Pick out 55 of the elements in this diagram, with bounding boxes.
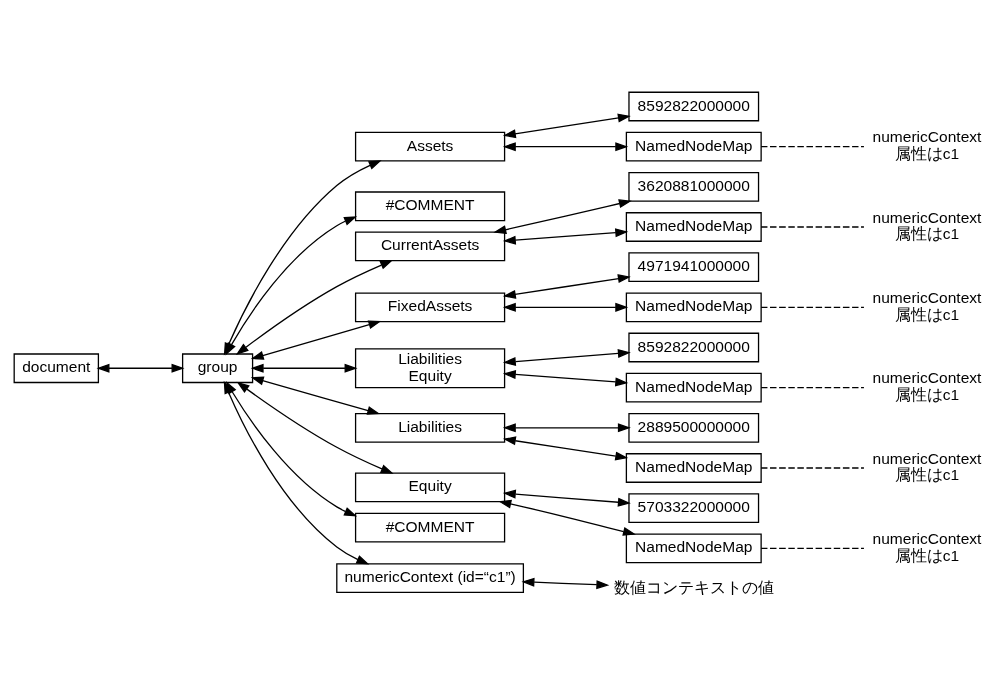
connector [760,225,865,228]
node-box: Equity [354,472,505,502]
arrow [502,227,628,245]
connector [760,386,865,388]
node-box: 3620881000000 [627,171,759,202]
node-box: numericContext (id=“c1”) [335,562,524,593]
node-box: FixedAssets [354,291,505,322]
node-text: numericContext 属性はc1 [872,449,981,483]
node-box: #COMMENT [354,190,505,221]
node-text: numericContext 属性はc1 [872,288,981,323]
node-box: NamedNodeMap [625,532,762,563]
node-box: document [13,352,99,383]
connector [760,466,865,469]
node-text: numericContext 属性はc1 [872,368,981,403]
arrow [502,369,628,386]
arrow [236,381,394,474]
node-box: 8592822000000 [627,332,759,362]
arrow [502,302,628,312]
node-box: Liabilities [354,412,505,443]
arrow [502,435,628,461]
arrow [520,577,609,589]
node-box: Liabilities Equity [354,347,505,388]
node-box: 2889500000000 [627,412,759,443]
node-box: NamedNodeMap [625,211,762,242]
arrow [502,112,631,138]
node-box: NamedNodeMap [625,452,762,483]
connector [760,145,865,147]
node-box: NamedNodeMap [625,372,762,403]
node-box: NamedNodeMap [625,291,762,322]
arrow [502,273,631,299]
arrow [250,363,358,373]
arrow [250,319,381,360]
node-box: NamedNodeMap [625,131,762,162]
arrow [502,422,631,432]
arrow [502,489,631,507]
connector [760,547,865,549]
node-box: 8592822000000 [627,91,759,121]
arrow [96,363,184,373]
node-box: Assets [354,131,505,162]
node-box: 4971941000000 [627,251,759,282]
node-text: numericContext 属性はc1 [872,529,981,564]
node-text: 数値コンテキストの値 [613,578,774,596]
node-text: numericContext 属性はc1 [872,208,981,242]
arrow [492,198,632,234]
arrow [502,348,631,366]
node-text: numericContext 属性はc1 [872,127,981,162]
arrow [502,141,628,151]
node-box: #COMMENT [354,512,505,542]
arrow [250,375,380,415]
arrow [235,259,393,355]
arrow [497,499,636,536]
node-box: 5703322000000 [627,492,759,523]
node-box: CurrentAssets [354,231,505,261]
connector [760,306,865,308]
node-box: group [181,352,253,383]
